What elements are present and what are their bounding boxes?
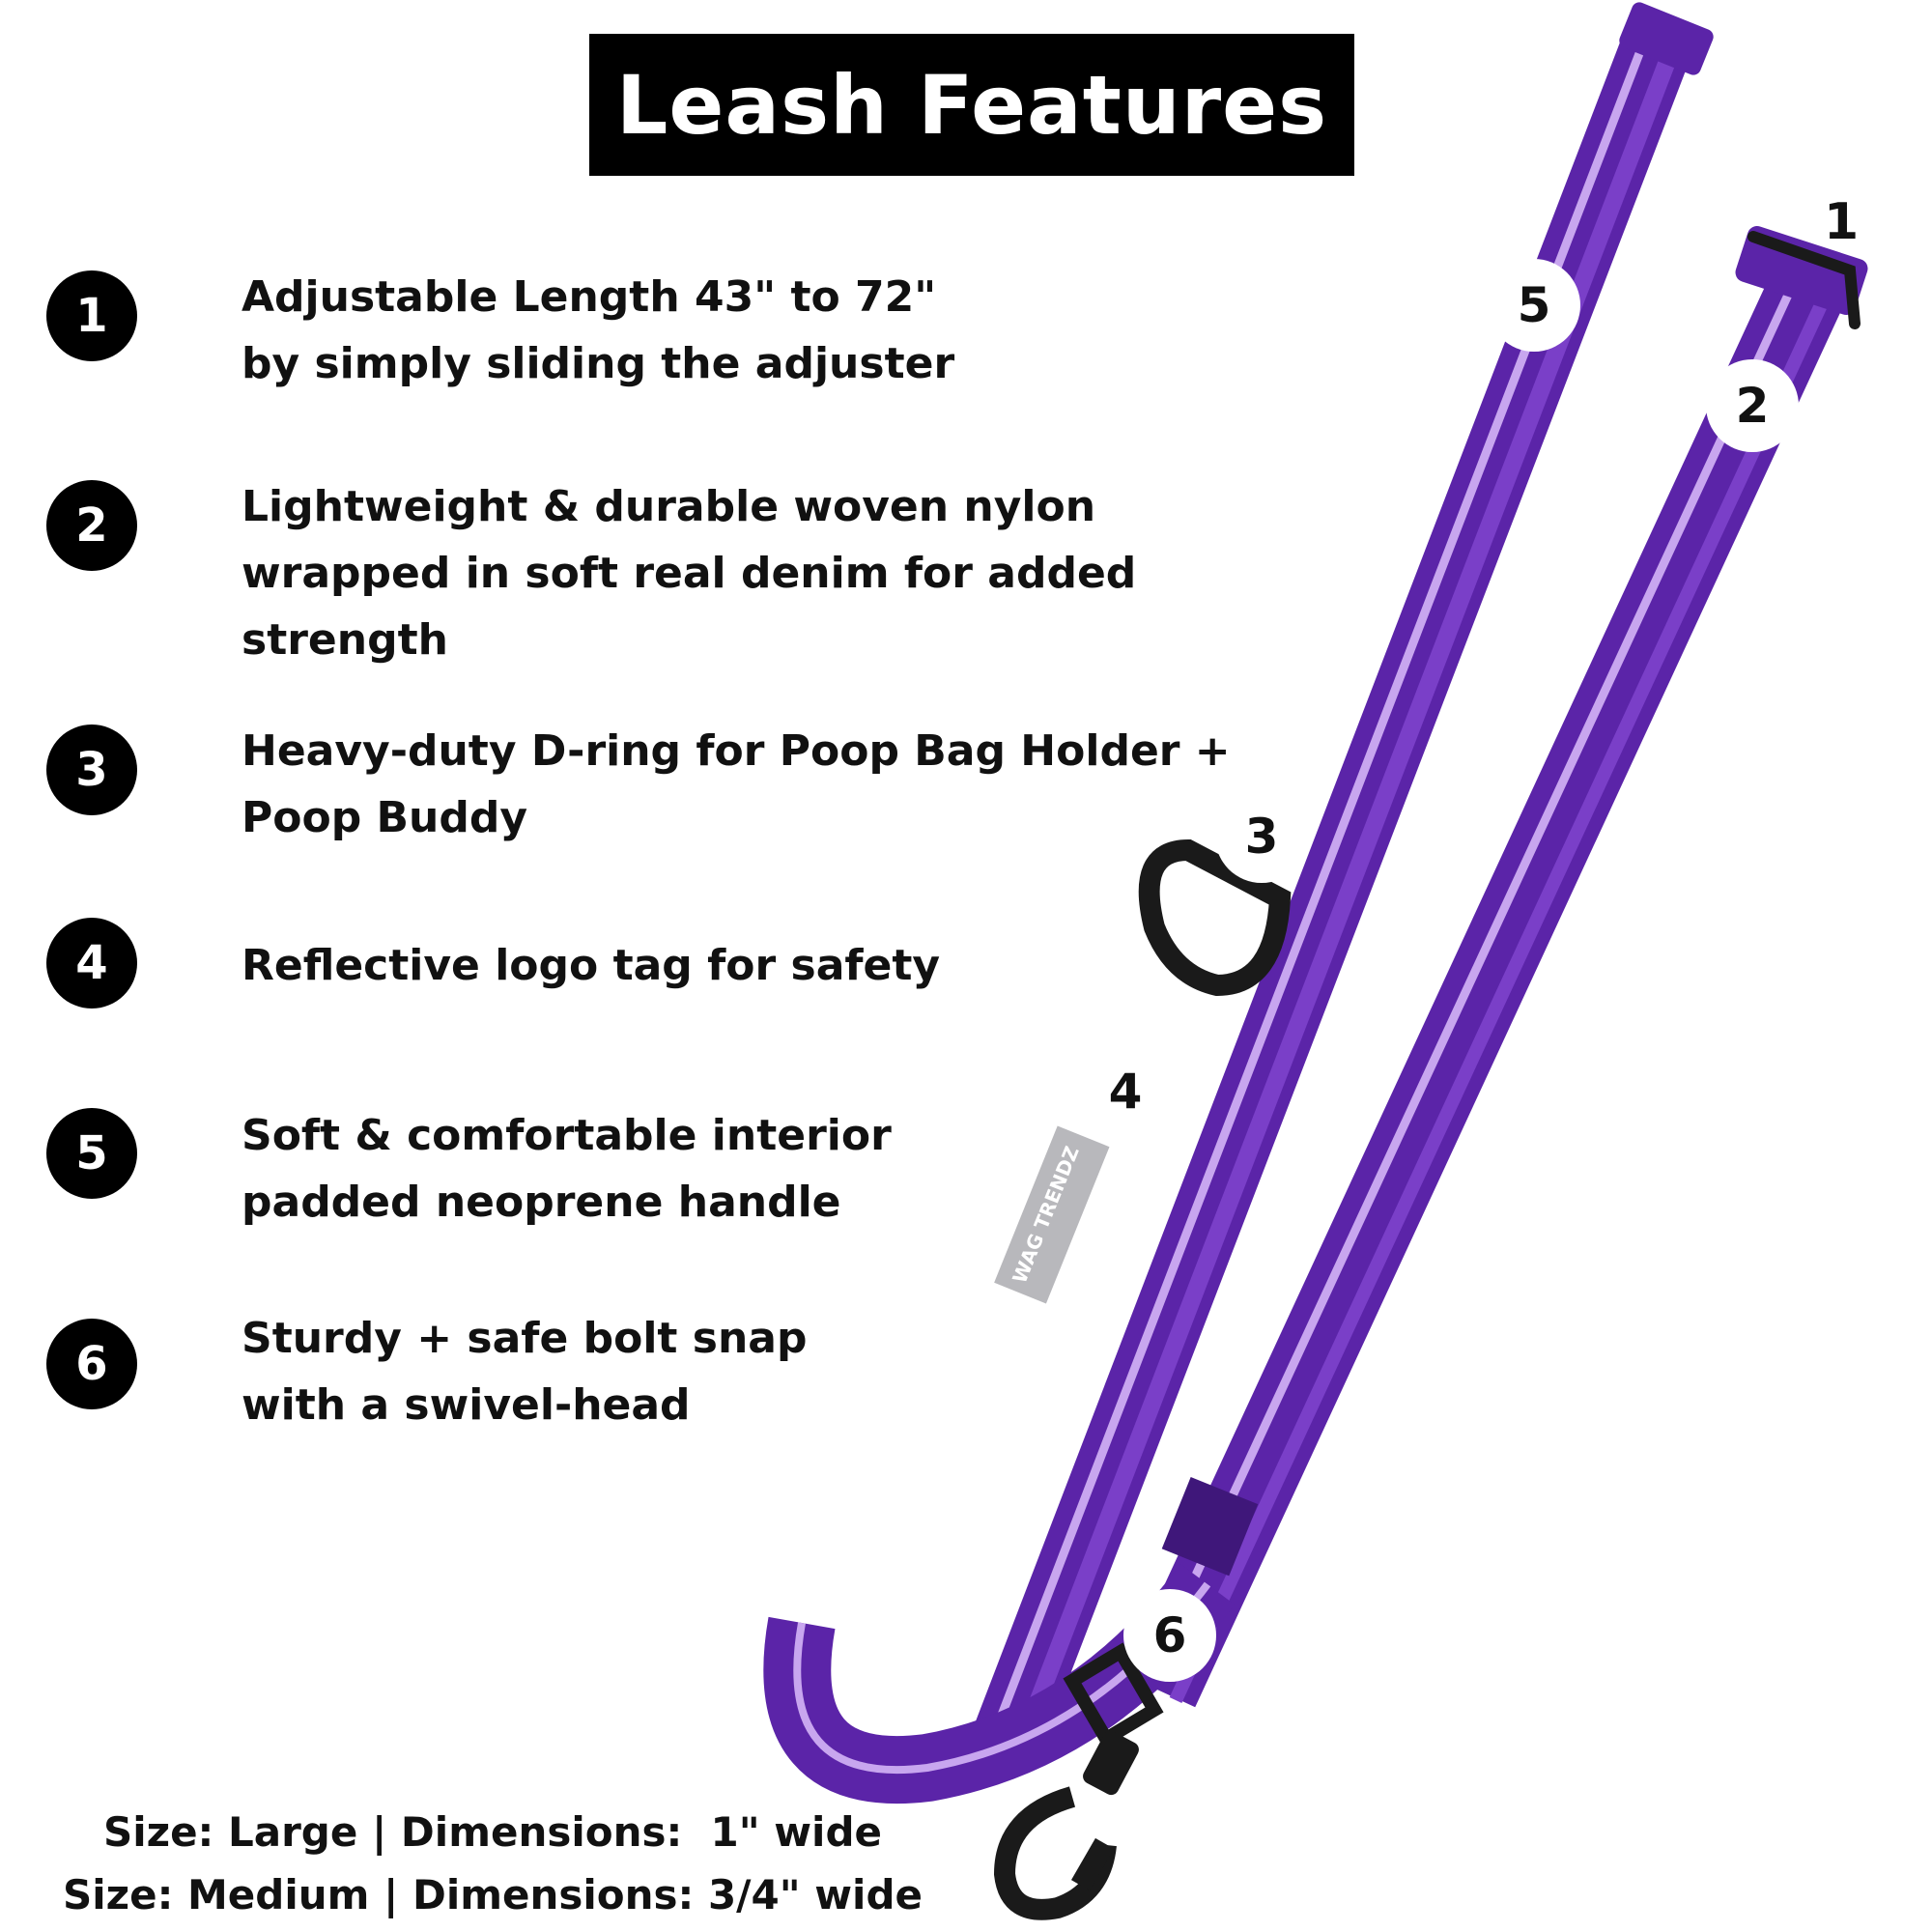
feature-number: 2 xyxy=(46,480,137,571)
feature-text: Adjustable Length 43" to 72" by simply s… xyxy=(242,272,955,388)
feature-text: Reflective logo tag for safety xyxy=(242,941,941,990)
feature-number: 1 xyxy=(46,270,137,361)
feature-number: 3 xyxy=(46,724,137,815)
callout-4: 4 xyxy=(1079,1045,1172,1138)
callout-6: 6 xyxy=(1123,1589,1216,1682)
feature-item-3: 3 Heavy-duty D-ring for Poop Bag Holder … xyxy=(46,724,1231,851)
size-large: Size: Large | Dimensions: 1" wide xyxy=(102,1808,883,1856)
callout-2: 2 xyxy=(1706,359,1799,452)
feature-text: Soft & comfortable interior padded neopr… xyxy=(242,1111,892,1227)
page-title: Leash Features xyxy=(615,57,1328,153)
feature-number: 4 xyxy=(46,918,137,1009)
size-medium: Size: Medium | Dimensions: 3/4" wide xyxy=(63,1871,923,1918)
feature-number: 6 xyxy=(46,1319,137,1409)
feature-item-2: 2 Lightweight & durable woven nylon wrap… xyxy=(46,480,1136,673)
title-banner: Leash Features xyxy=(589,34,1354,176)
feature-text: Sturdy + safe bolt snap with a swivel-he… xyxy=(242,1314,808,1430)
handle-top-end xyxy=(1619,2,1714,75)
feature-item-1: 1 Adjustable Length 43" to 72" by simply… xyxy=(46,270,954,397)
bolt-snap xyxy=(993,1642,1164,1920)
strap-keeper xyxy=(1161,1477,1259,1577)
reflective-tag: WAG TRENDZ xyxy=(994,1125,1110,1304)
callout-1: 1 xyxy=(1824,193,1860,251)
feature-number: 5 xyxy=(46,1108,137,1199)
feature-item-4: 4 Reflective logo tag for safety xyxy=(46,918,940,1009)
callout-5: 5 xyxy=(1488,259,1580,352)
leash-strap-main xyxy=(1122,253,1853,1708)
adjuster-slider xyxy=(1735,225,1868,329)
feature-item-6: 6 Sturdy + safe bolt snap with a swivel-… xyxy=(46,1314,807,1438)
feature-text: Heavy-duty D-ring for Poop Bag Holder + … xyxy=(242,726,1231,842)
callout-3: 3 xyxy=(1215,790,1308,883)
feature-text: Lightweight & durable woven nylon wrappe… xyxy=(242,482,1137,665)
feature-item-5: 5 Soft & comfortable interior padded neo… xyxy=(46,1108,892,1236)
d-ring xyxy=(1138,838,1292,997)
